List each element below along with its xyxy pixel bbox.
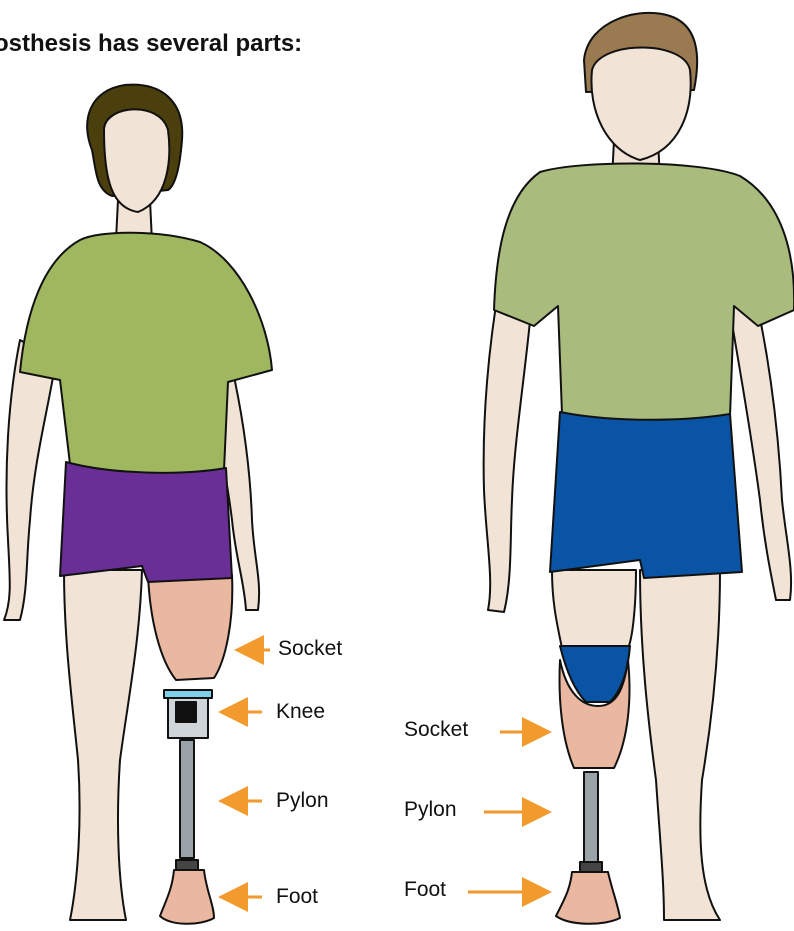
label-left-socket: Socket	[278, 637, 342, 661]
right-figure-shorts	[550, 412, 742, 578]
left-figure-leg-natural	[64, 570, 142, 920]
callout-arrows	[224, 650, 546, 897]
label-right-foot: Foot	[404, 878, 446, 902]
label-right-socket: Socket	[404, 718, 468, 742]
left-figure-foot	[160, 870, 214, 924]
right-figure-foot	[556, 872, 620, 924]
left-figure-socket	[148, 575, 232, 680]
left-figure-pylon	[180, 740, 194, 858]
right-figure-pylon	[584, 772, 598, 864]
right-figure-arm-left	[484, 280, 532, 612]
right-figure	[484, 13, 794, 924]
label-left-knee: Knee	[276, 700, 325, 724]
label-right-pylon: Pylon	[404, 798, 457, 822]
left-figure	[4, 85, 272, 924]
right-figure-face	[591, 48, 690, 161]
left-figure-arm-left	[4, 340, 56, 620]
left-figure-shorts	[60, 462, 232, 582]
label-left-foot: Foot	[276, 885, 318, 909]
right-figure-leg-natural	[640, 570, 720, 920]
right-figure-thigh	[552, 570, 636, 648]
label-left-pylon: Pylon	[276, 789, 329, 813]
